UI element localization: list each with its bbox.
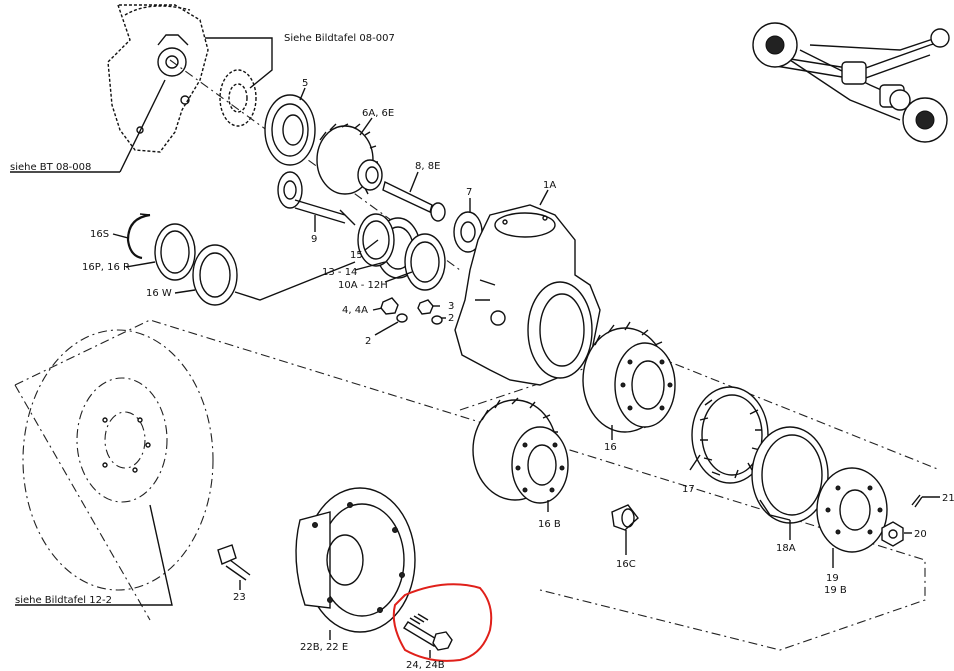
bearing-5 <box>264 94 316 166</box>
part-label-18: 18A <box>776 543 796 554</box>
part-label-2b: 2 <box>448 313 454 324</box>
part-label-16p: 16P, 16 R <box>82 262 130 273</box>
input-shaft-9 <box>277 171 356 226</box>
gear-housing-1a <box>454 204 601 386</box>
ref-label-bottom: siehe Bildtafel 12-2 <box>15 595 112 606</box>
wheel-bolt-23 <box>217 544 251 581</box>
front-housing-reference <box>107 4 257 153</box>
drive-gear-16b <box>472 397 569 504</box>
cotter-pin-21 <box>911 494 940 508</box>
flange-19 <box>816 467 888 553</box>
part-label-16c: 16C <box>616 559 636 570</box>
part-label-21: 21 <box>942 493 954 504</box>
part-label-15: 15 <box>350 250 363 261</box>
nuts-and-washers <box>380 297 443 325</box>
axle-overview-thumbnail <box>752 22 950 143</box>
part-label-20: 20 <box>914 529 927 540</box>
ref-label-left: siehe BT 08-008 <box>10 162 91 173</box>
pinion-gear-6a <box>316 123 383 195</box>
part-label-19b: 19 B <box>824 585 847 596</box>
part-label-16w: 16 W <box>146 288 172 299</box>
part-label-2a: 2 <box>365 336 371 347</box>
highlight-circle <box>392 583 493 662</box>
part-label-10: 10A - 12H <box>338 280 388 291</box>
part-label-16s: 16S <box>90 229 109 240</box>
part-label-16: 16 <box>604 442 617 453</box>
circlip-and-shims <box>126 213 238 306</box>
part-label-23: 23 <box>233 592 246 603</box>
hub-bolt-24 <box>403 613 453 651</box>
spacer-16c <box>611 504 639 531</box>
bearing-13-14 <box>357 213 446 291</box>
part-label-17: 17 <box>682 484 695 495</box>
castle-nut-20 <box>881 521 904 547</box>
ring-gear-16 <box>582 321 676 433</box>
part-label-8: 8, 8E <box>415 161 440 172</box>
part-label-22: 22B, 22 E <box>300 642 348 653</box>
part-label-3: 3 <box>448 301 454 312</box>
part-label-13: 13 - 14 <box>322 267 357 278</box>
part-label-24: 24, 24B <box>406 660 445 671</box>
part-label-9: 9 <box>311 234 317 245</box>
part-label-6: 6A, 6E <box>362 108 394 119</box>
wheel-hub-22b <box>295 487 416 633</box>
part-label-5: 5 <box>302 78 308 89</box>
part-label-1: 1A <box>543 180 556 191</box>
leader-top-ref <box>205 37 273 89</box>
part-label-19: 19 <box>826 573 839 584</box>
bolt-8 <box>382 180 446 222</box>
ref-label-top: Siehe Bildtafel 08-007 <box>284 33 395 44</box>
part-label-7: 7 <box>466 187 472 198</box>
part-label-16b: 16 B <box>538 519 561 530</box>
wheel-disc-reference <box>22 329 214 591</box>
part-label-4: 4, 4A <box>342 305 368 316</box>
